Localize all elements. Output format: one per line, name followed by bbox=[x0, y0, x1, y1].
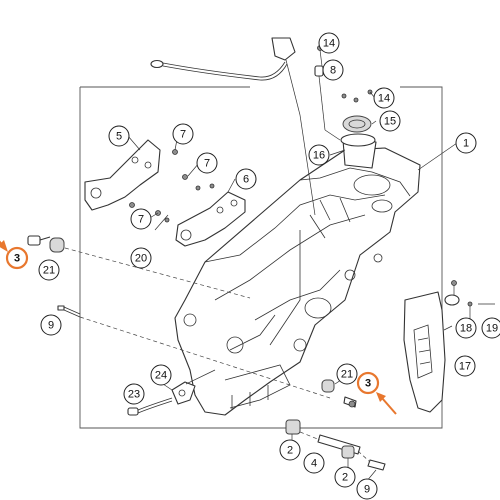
assembly-outline bbox=[79, 86, 443, 429]
callout-label: 2 bbox=[342, 472, 348, 484]
callout-circle bbox=[5, 246, 29, 270]
callout-label: 7 bbox=[204, 158, 210, 170]
callout-label: 19 bbox=[486, 323, 498, 335]
left-bolt-parts bbox=[27, 235, 81, 318]
sensor-assembly bbox=[127, 369, 216, 416]
callout-6: 6 bbox=[235, 168, 257, 190]
callout-label: 21 bbox=[43, 265, 55, 277]
callout-circle bbox=[40, 314, 62, 336]
callout-16: 16 bbox=[308, 144, 330, 166]
callout-circle bbox=[108, 125, 130, 147]
callout-circle bbox=[235, 168, 257, 190]
callout-21: 21 bbox=[336, 363, 358, 385]
callout-circle bbox=[318, 32, 340, 54]
callout-9: 9 bbox=[356, 478, 378, 500]
callout-label: 17 bbox=[459, 361, 471, 373]
right-bolt-parts bbox=[321, 379, 357, 408]
callout-circle bbox=[130, 247, 152, 269]
callout-2: 2 bbox=[279, 439, 301, 461]
callout-circle bbox=[379, 110, 401, 132]
callout-4: 4 bbox=[303, 452, 325, 474]
callout-circle bbox=[172, 123, 194, 145]
right-bracket bbox=[129, 191, 246, 247]
callout-label: 20 bbox=[135, 253, 147, 265]
callout-circle bbox=[336, 363, 358, 385]
callout-5: 5 bbox=[108, 125, 130, 147]
callout-21: 21 bbox=[38, 259, 60, 281]
left-bracket bbox=[84, 139, 215, 211]
rear-guard bbox=[403, 280, 495, 413]
callout-circle bbox=[279, 439, 301, 461]
callout-label: 18 bbox=[460, 323, 472, 335]
callout-circle bbox=[303, 452, 325, 474]
callout-label: 9 bbox=[364, 484, 370, 496]
callout-3: 3 bbox=[5, 246, 29, 270]
callout-7: 7 bbox=[172, 123, 194, 145]
callout-14: 14 bbox=[373, 87, 395, 109]
callout-label: 9 bbox=[48, 320, 54, 332]
callout-label: 16 bbox=[313, 150, 325, 162]
callout-circle bbox=[481, 317, 500, 339]
bottom-axle-parts bbox=[285, 419, 386, 471]
callout-circle bbox=[38, 259, 60, 281]
main-frame bbox=[174, 147, 421, 416]
callout-circle bbox=[196, 152, 218, 174]
callout-circle bbox=[356, 371, 380, 395]
connector-bracket bbox=[271, 37, 316, 216]
callout-label: 15 bbox=[384, 116, 396, 128]
callout-23: 23 bbox=[123, 383, 145, 405]
callout-17: 17 bbox=[454, 355, 476, 377]
callout-label: 2 bbox=[287, 445, 293, 457]
callout-circle bbox=[334, 466, 356, 488]
callout-label: 14 bbox=[323, 38, 335, 50]
callout-circle bbox=[454, 355, 476, 377]
highlight-arrows bbox=[0, 240, 397, 415]
callout-7: 7 bbox=[196, 152, 218, 174]
callout-label: 1 bbox=[463, 138, 469, 150]
callout-label: 14 bbox=[378, 93, 390, 105]
callout-circle bbox=[356, 478, 378, 500]
callout-label: 23 bbox=[128, 389, 140, 401]
callout-circle bbox=[373, 87, 395, 109]
callout-7: 7 bbox=[130, 208, 152, 230]
callout-2: 2 bbox=[334, 466, 356, 488]
callout-label: 6 bbox=[243, 174, 249, 186]
callout-circle bbox=[322, 59, 344, 81]
callout-9: 9 bbox=[40, 314, 62, 336]
callout-circle bbox=[455, 132, 477, 154]
ground-cable bbox=[150, 59, 288, 81]
callout-circle bbox=[130, 208, 152, 230]
callout-label: 24 bbox=[155, 370, 167, 382]
callout-label: 7 bbox=[180, 129, 186, 141]
callout-24: 24 bbox=[150, 364, 172, 386]
callout-label: 4 bbox=[311, 458, 317, 470]
callout-14: 14 bbox=[318, 32, 340, 54]
callout-20: 20 bbox=[130, 247, 152, 269]
callout-3: 3 bbox=[356, 371, 380, 395]
callout-8: 8 bbox=[322, 59, 344, 81]
callout-18: 18 bbox=[455, 317, 477, 339]
callout-label: 5 bbox=[116, 131, 122, 143]
callout-15: 15 bbox=[379, 110, 401, 132]
callout-label: 7 bbox=[138, 214, 144, 226]
callout-label: 8 bbox=[330, 65, 336, 77]
callout-circle bbox=[150, 364, 172, 386]
callout-label: 3 bbox=[14, 253, 20, 265]
callout-circle bbox=[455, 317, 477, 339]
callout-label: 3 bbox=[365, 378, 371, 390]
callout-circle bbox=[308, 144, 330, 166]
callout-19: 19 bbox=[481, 317, 500, 339]
callout-circle bbox=[123, 383, 145, 405]
callout-label: 21 bbox=[341, 369, 353, 381]
filler-assembly bbox=[340, 115, 377, 169]
callout-1: 1 bbox=[455, 132, 477, 154]
